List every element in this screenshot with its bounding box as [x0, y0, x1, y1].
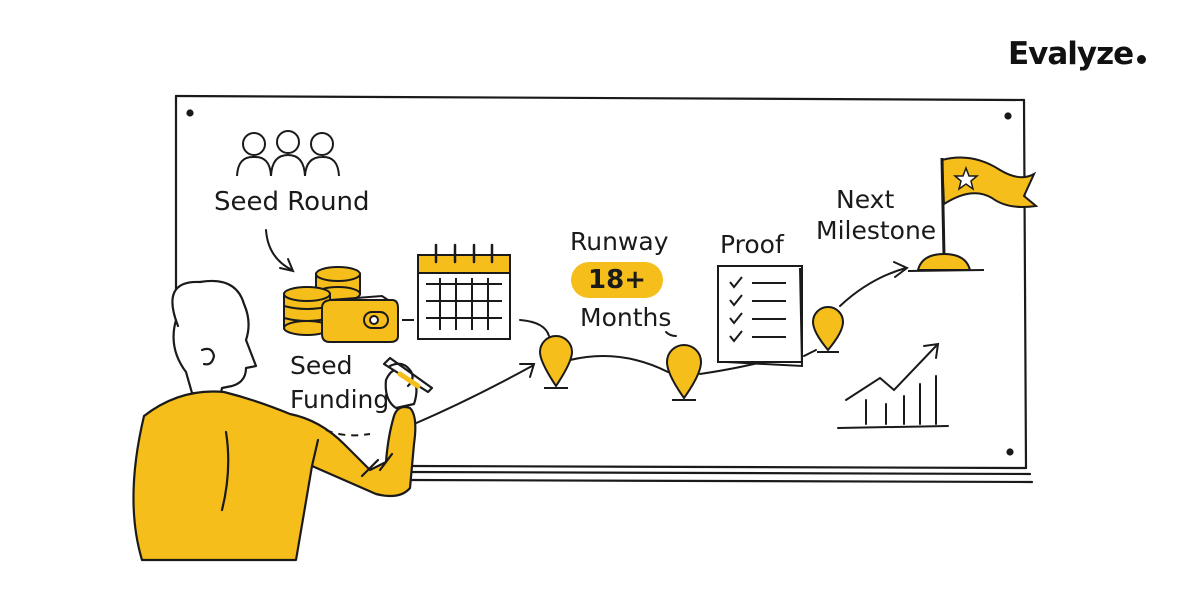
label-seed-round: Seed Round	[214, 187, 370, 217]
label-seed-funding-line2: Funding	[290, 385, 390, 414]
person	[132, 279, 434, 562]
label-next-line2: Milestone	[816, 216, 937, 245]
label-seed-funding-line1: Seed	[290, 351, 353, 380]
calendar-icon	[417, 243, 511, 340]
brand-logo: Evalyze	[1008, 36, 1147, 72]
arrow-seed-round	[265, 229, 295, 273]
label-runway-unit: Months	[580, 303, 672, 332]
map-pin-icon	[665, 344, 703, 401]
label-next-line1: Next	[836, 185, 895, 214]
label-proof: Proof	[720, 230, 784, 259]
map-pin-icon	[538, 335, 574, 389]
flag-icon	[907, 156, 1039, 272]
people-icon	[236, 130, 340, 177]
dash-seed-funding	[325, 429, 371, 437]
wallet-icon	[321, 294, 399, 343]
growth-chart-icon	[837, 342, 949, 429]
map-pin-icon	[811, 306, 845, 353]
checklist-icon	[717, 265, 804, 368]
runway-badge: 18+	[571, 262, 663, 298]
brand-dot-icon	[1137, 55, 1147, 64]
runway-value: 18+	[588, 265, 646, 295]
label-runway: Runway	[570, 227, 669, 256]
whiteboard	[174, 94, 1034, 484]
brand-name: Evalyze	[1008, 36, 1134, 72]
